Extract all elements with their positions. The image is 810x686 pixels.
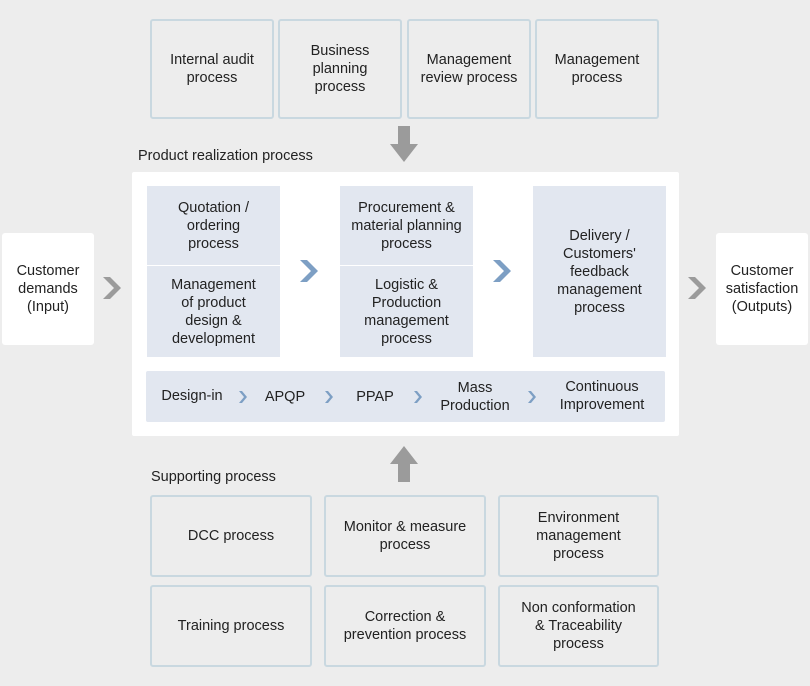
chevron-right-icon <box>414 391 422 403</box>
customer-satisfaction-output: Customer satisfaction (Outputs) <box>716 233 808 345</box>
phase-apqp: APQP <box>264 389 306 405</box>
nonconformation-traceability-process: Non conformation & Traceability process <box>498 585 659 667</box>
realization-title: Product realization process <box>138 148 313 164</box>
phase-design-in: Design-in <box>161 388 223 404</box>
chevron-right-icon <box>325 391 333 403</box>
chevron-right-icon <box>103 277 121 299</box>
quotation-ordering-process: Quotation / ordering process <box>147 186 280 265</box>
supporting-title: Supporting process <box>151 469 276 485</box>
mgmt-process-business-planning: Business planning process <box>278 19 402 119</box>
chevron-right-icon <box>300 260 318 282</box>
down-arrow-icon <box>390 126 418 162</box>
logistic-production-process: Logistic & Production management process <box>340 266 473 357</box>
phase-mass-production: Mass Production <box>440 380 510 414</box>
mgmt-process-management-review: Management review process <box>407 19 531 119</box>
environment-management-process: Environment management process <box>498 495 659 577</box>
up-arrow-icon <box>390 446 418 482</box>
dcc-process: DCC process <box>150 495 312 577</box>
monitor-measure-process: Monitor & measure process <box>324 495 486 577</box>
correction-prevention-process: Correction & prevention process <box>324 585 486 667</box>
phase-bar <box>146 371 665 422</box>
mgmt-process-internal-audit: Internal audit process <box>150 19 274 119</box>
phase-ppap: PPAP <box>356 389 394 405</box>
chevron-right-icon <box>688 277 706 299</box>
procurement-planning-process: Procurement & material planning process <box>340 186 473 265</box>
chevron-right-icon <box>239 391 247 403</box>
delivery-feedback-process: Delivery / Customers' feedback managemen… <box>533 186 666 357</box>
mgmt-process-management: Management process <box>535 19 659 119</box>
product-design-development: Management of product design & developme… <box>147 266 280 357</box>
chevron-right-icon <box>493 260 511 282</box>
phase-continuous-improvement: Continuous Improvement <box>559 379 645 413</box>
chevron-right-icon <box>528 391 536 403</box>
customer-demands-input: Customer demands (Input) <box>2 233 94 345</box>
training-process: Training process <box>150 585 312 667</box>
